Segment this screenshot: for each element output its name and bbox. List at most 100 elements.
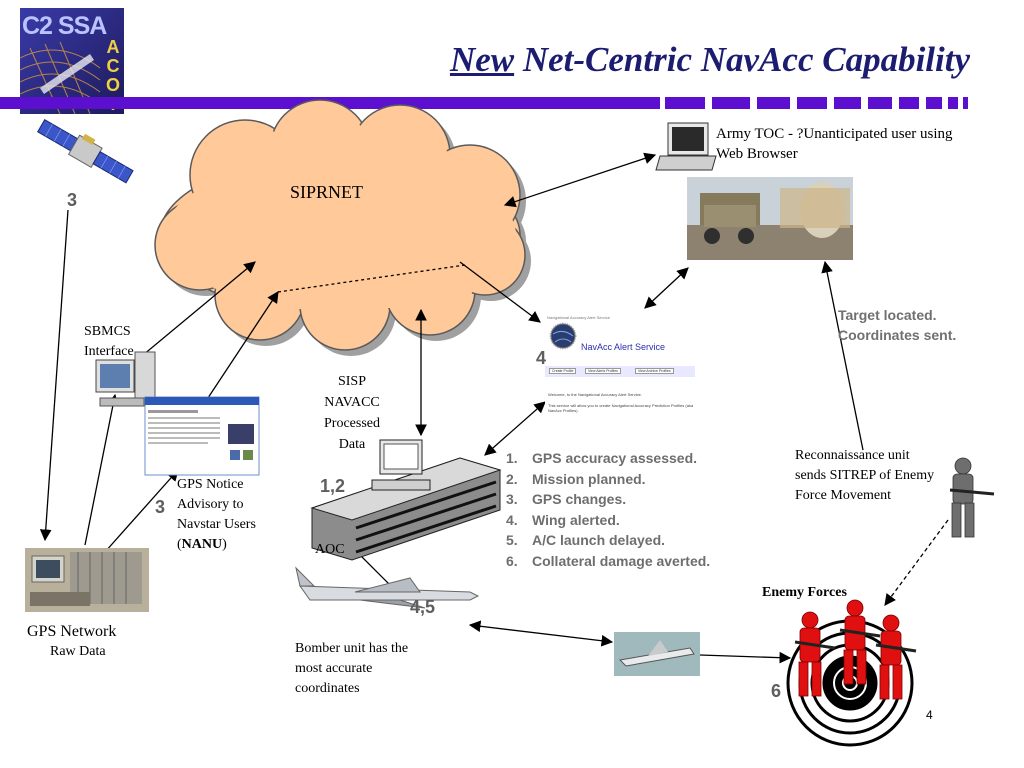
bar-segment bbox=[712, 97, 750, 109]
link-bomber-drone bbox=[468, 620, 614, 647]
step-badge-bomber: 4,5 bbox=[410, 597, 436, 617]
sbmcs-label: SBMCS Interface bbox=[84, 322, 134, 362]
tab-view-alerts[interactable]: View Alerts Profiles bbox=[585, 368, 621, 374]
link-soldier-enemy bbox=[884, 519, 949, 606]
step-item: 5. A/C launch delayed. bbox=[506, 530, 710, 551]
gps-network-photo bbox=[25, 548, 149, 612]
sisp-label-line: NAVACC bbox=[324, 395, 380, 410]
recon-label-line: Reconnaissance unit bbox=[795, 448, 910, 463]
aoc-building-icon bbox=[310, 439, 502, 561]
nanu-webpage-screenshot bbox=[144, 396, 260, 476]
target-note-line: Target located. bbox=[838, 307, 937, 323]
bomber-label-line: coordinates bbox=[295, 681, 360, 696]
step-item: 6. Collateral damage averted. bbox=[506, 551, 710, 572]
alert-service-title: NavAcc Alert Service bbox=[581, 342, 666, 352]
gps-raw-data-label: Raw Data bbox=[50, 644, 106, 659]
link-nanu-cloud bbox=[199, 291, 279, 411]
logo-graphic bbox=[20, 8, 124, 114]
aoc-label: AOC bbox=[315, 542, 345, 557]
bar-segment bbox=[899, 97, 919, 109]
recon-label: Reconnaissance unit sends SITREP of Enem… bbox=[795, 446, 934, 506]
link-drone-target bbox=[699, 651, 792, 664]
army-toc-label: Army TOC - ?Unanticipated user using Web… bbox=[716, 126, 953, 162]
link-alert-army bbox=[644, 267, 689, 309]
bar-segment bbox=[665, 97, 705, 109]
step-text: Collateral damage averted. bbox=[532, 552, 711, 569]
bar-segment bbox=[926, 97, 942, 109]
link-cloud-army bbox=[503, 152, 657, 208]
step-text: Wing alerted. bbox=[532, 511, 620, 528]
army-toc-photo bbox=[687, 177, 853, 260]
enemy-forces-label: Enemy Forces bbox=[762, 585, 847, 600]
sisp-label-line: Processed bbox=[324, 416, 380, 431]
sisp-label-line: SISP bbox=[337, 374, 367, 389]
target-note-line: Coordinates sent. bbox=[838, 327, 957, 343]
gps-notice-line: GPS Notice bbox=[177, 477, 244, 492]
recon-soldier-icon bbox=[949, 457, 995, 538]
link-sat-gpsnet bbox=[39, 209, 69, 542]
step-number: 5. bbox=[506, 532, 518, 548]
link-cloud-alert bbox=[459, 261, 541, 323]
step-badge-target: 6 bbox=[771, 681, 782, 701]
step-number: 6. bbox=[506, 552, 518, 569]
army-toc-laptop-icon bbox=[655, 122, 717, 171]
siprnet-label: SIPRNET bbox=[290, 182, 364, 202]
logo-letter-c: C bbox=[106, 56, 120, 76]
link-gpsnet-nanu bbox=[104, 469, 179, 553]
alert-service-header: Navigational Accuracy Alert Service bbox=[547, 315, 610, 320]
page-number: 4 bbox=[926, 708, 933, 722]
slide-title: New Net-Centric NavAcc Capability bbox=[330, 40, 970, 80]
logo-letter-a: A bbox=[106, 37, 120, 57]
bomber-label: Bomber unit has the most accurate coordi… bbox=[295, 639, 408, 699]
gps-notice-line: Navstar Users bbox=[177, 517, 256, 532]
bar-segment bbox=[868, 97, 892, 109]
bomber-label-line: most accurate bbox=[295, 661, 373, 676]
alert-service-tabbar: Create Profile View Alerts Profiles View… bbox=[545, 366, 695, 377]
alert-service-welcome: Welcome, to the Navigational Accuracy Al… bbox=[548, 392, 642, 397]
sbmcs-computer-icon bbox=[95, 351, 156, 407]
nanu-acronym: NANU bbox=[181, 537, 223, 552]
bomber-aircraft-icon bbox=[295, 566, 480, 609]
step-item: 2.Mission planned. bbox=[506, 469, 710, 490]
gps-network-label: GPS Network bbox=[27, 623, 117, 640]
globe-icon bbox=[549, 322, 577, 350]
step-text: A/C launch delayed. bbox=[532, 532, 666, 548]
sisp-label: SISP NAVACC Processed Data bbox=[302, 371, 402, 455]
bar-segment bbox=[757, 97, 790, 109]
sbmcs-label-line: Interface bbox=[84, 344, 134, 359]
step-badge-alert: 4 bbox=[536, 348, 547, 368]
cloud-dashed-link bbox=[277, 264, 466, 293]
step-text: Mission planned. bbox=[532, 470, 646, 487]
title-rest: Net-Centric NavAcc Capability bbox=[522, 40, 970, 79]
step-badge-aoc: 1,2 bbox=[320, 476, 346, 496]
bomber-label-line: Bomber unit has the bbox=[295, 641, 409, 656]
link-recon-army bbox=[821, 260, 864, 451]
steps-list: 1.GPS accuracy assessed. 2.Mission plann… bbox=[506, 448, 710, 571]
gps-notice-line: Advisory to bbox=[177, 497, 244, 512]
step-text: GPS changes. bbox=[532, 491, 627, 507]
drone-photo bbox=[614, 632, 700, 676]
satellite-icon bbox=[37, 118, 134, 184]
title-emphasis: New bbox=[449, 40, 515, 79]
logo-letter-o: O bbox=[105, 75, 120, 95]
alert-service-description: This service will allow you to create Na… bbox=[548, 403, 694, 413]
bar-segment bbox=[948, 97, 958, 109]
logo-side-letters: A C O I bbox=[104, 38, 122, 114]
sbmcs-label-line: SBMCS bbox=[84, 324, 131, 339]
sisp-label-line: Data bbox=[338, 437, 366, 452]
gps-notice-nanu: (NANU) bbox=[177, 537, 227, 552]
step-text: GPS accuracy assessed. bbox=[532, 450, 698, 466]
step-item: 3.GPS changes. bbox=[506, 489, 710, 510]
logo-text: C2 SSA bbox=[22, 12, 107, 40]
bar-segment bbox=[834, 97, 861, 109]
link-gpsnet-sbmcs bbox=[84, 393, 119, 546]
step-item: 4.Wing alerted. bbox=[506, 510, 710, 531]
bar-segment bbox=[797, 97, 827, 109]
tab-create-profile[interactable]: Create Profile bbox=[549, 368, 577, 374]
step-badge-nanu: 3 bbox=[155, 497, 166, 517]
alert-service-screenshot: Navigational Accuracy Alert Service NavA… bbox=[545, 314, 695, 420]
recon-label-line: Force Movement bbox=[795, 488, 892, 503]
gps-notice-label: GPS Notice Advisory to Navstar Users (NA… bbox=[177, 475, 256, 555]
tab-view-archive[interactable]: View Archive Profiles bbox=[635, 368, 674, 374]
